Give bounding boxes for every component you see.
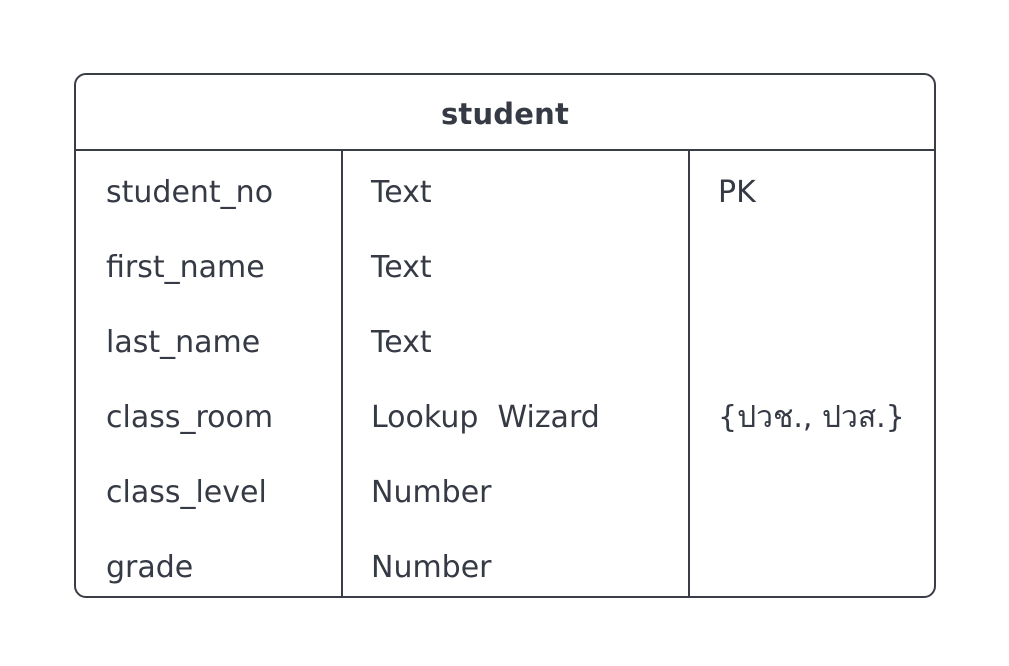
field-name: class_room: [106, 400, 274, 435]
entity-student: student student_no first_name last_name …: [74, 73, 936, 598]
field-type-column: Text Text Text Lookup Wizard Number Numb…: [341, 151, 690, 596]
field-type: Number: [371, 550, 492, 585]
entity-body: student_no first_name last_name class_ro…: [76, 151, 934, 596]
field-name: class_level: [106, 475, 267, 510]
field-type: Text: [371, 175, 432, 210]
field-type: Number: [371, 475, 492, 510]
field-type: Text: [371, 325, 432, 360]
field-note: {ปวช., ปวส.}: [718, 400, 905, 435]
field-note-column: PK {ปวช., ปวส.}: [688, 151, 934, 596]
field-name: student_no: [106, 175, 274, 210]
field-name: first_name: [106, 250, 265, 285]
field-name-column: student_no first_name last_name class_ro…: [76, 151, 343, 596]
entity-title: student: [440, 97, 570, 131]
field-name: last_name: [106, 325, 261, 360]
field-type: Text: [371, 250, 432, 285]
field-type: Lookup Wizard: [371, 400, 600, 435]
field-name: grade: [106, 550, 194, 585]
field-note: PK: [718, 175, 756, 210]
entity-header: student: [76, 75, 934, 151]
